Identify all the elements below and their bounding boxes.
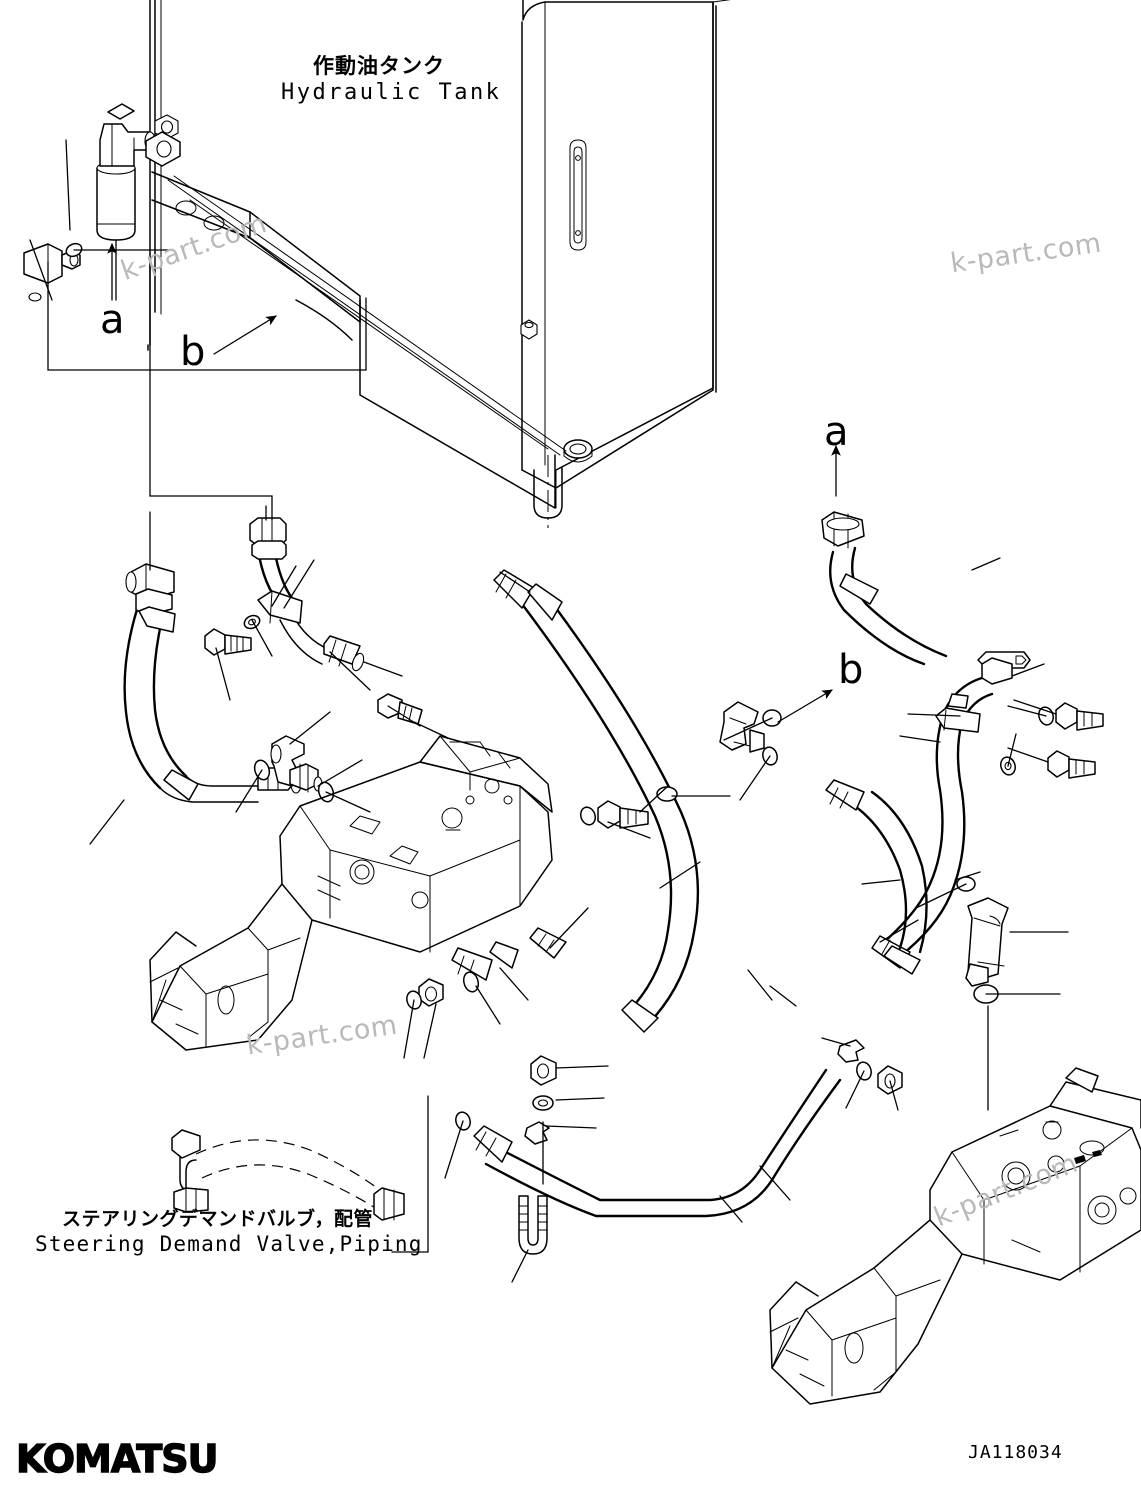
elbow-adapter	[270, 735, 323, 793]
suction-strainer-filter	[96, 161, 136, 241]
steering-demand-valve-hose	[171, 1129, 405, 1221]
hex-bolt	[1055, 702, 1104, 731]
hex-bolt	[1047, 750, 1096, 779]
steering-demand-valve-label-jp: ステアリングデマンドバルブ，配管	[62, 1208, 374, 1230]
callout-letter-b-right: b	[838, 647, 864, 693]
callout-arrow-b-right	[777, 689, 833, 723]
flat-washer	[579, 806, 597, 826]
callout-letter-b-left: b	[180, 329, 206, 375]
elbow-adapter	[719, 701, 765, 753]
hydraulic-tank-body	[147, 0, 732, 528]
stud-fitting	[377, 693, 423, 725]
drawing-number: JA118034	[968, 1442, 1063, 1463]
hydraulic-hose-center	[493, 569, 700, 1033]
callout-letter-a-right: a	[824, 409, 849, 455]
hex-bolt	[597, 800, 649, 829]
main-hydraulic-pump-right	[769, 1067, 1141, 1405]
hydraulic-hose-right-lower	[825, 779, 928, 975]
o-ring	[462, 971, 480, 993]
elbow-fitting-tank-top	[99, 103, 181, 167]
hydraulic-tank-label-en: Hydraulic Tank	[281, 80, 502, 105]
clamp-plate	[837, 1039, 865, 1063]
hydraulic-hose-right	[821, 511, 948, 666]
steel-tube-lower-center	[473, 1068, 842, 1218]
u-bolt-clamp	[518, 1195, 548, 1255]
callout-letter-a-left: a	[100, 297, 125, 343]
hex-bolt	[204, 628, 252, 656]
callout-arrow-b-left	[213, 315, 277, 355]
elbow-adapter	[965, 897, 1009, 987]
clamp-plate	[524, 1121, 550, 1145]
callout-arrows	[107, 243, 841, 723]
steering-demand-valve-label-en: Steering Demand Valve,Piping	[35, 1232, 423, 1256]
main-hydraulic-pump-left	[149, 735, 553, 1051]
komatsu-logo: KOMATSU	[15, 1436, 219, 1481]
hydraulic-tank-label-jp: 作動油タンク	[313, 54, 445, 78]
pressure-switch	[23, 243, 81, 302]
leader-lines	[29, 139, 1069, 1283]
hydraulic-hose-left-short	[249, 517, 365, 672]
steel-pipe-right-s-bend	[871, 651, 1031, 969]
